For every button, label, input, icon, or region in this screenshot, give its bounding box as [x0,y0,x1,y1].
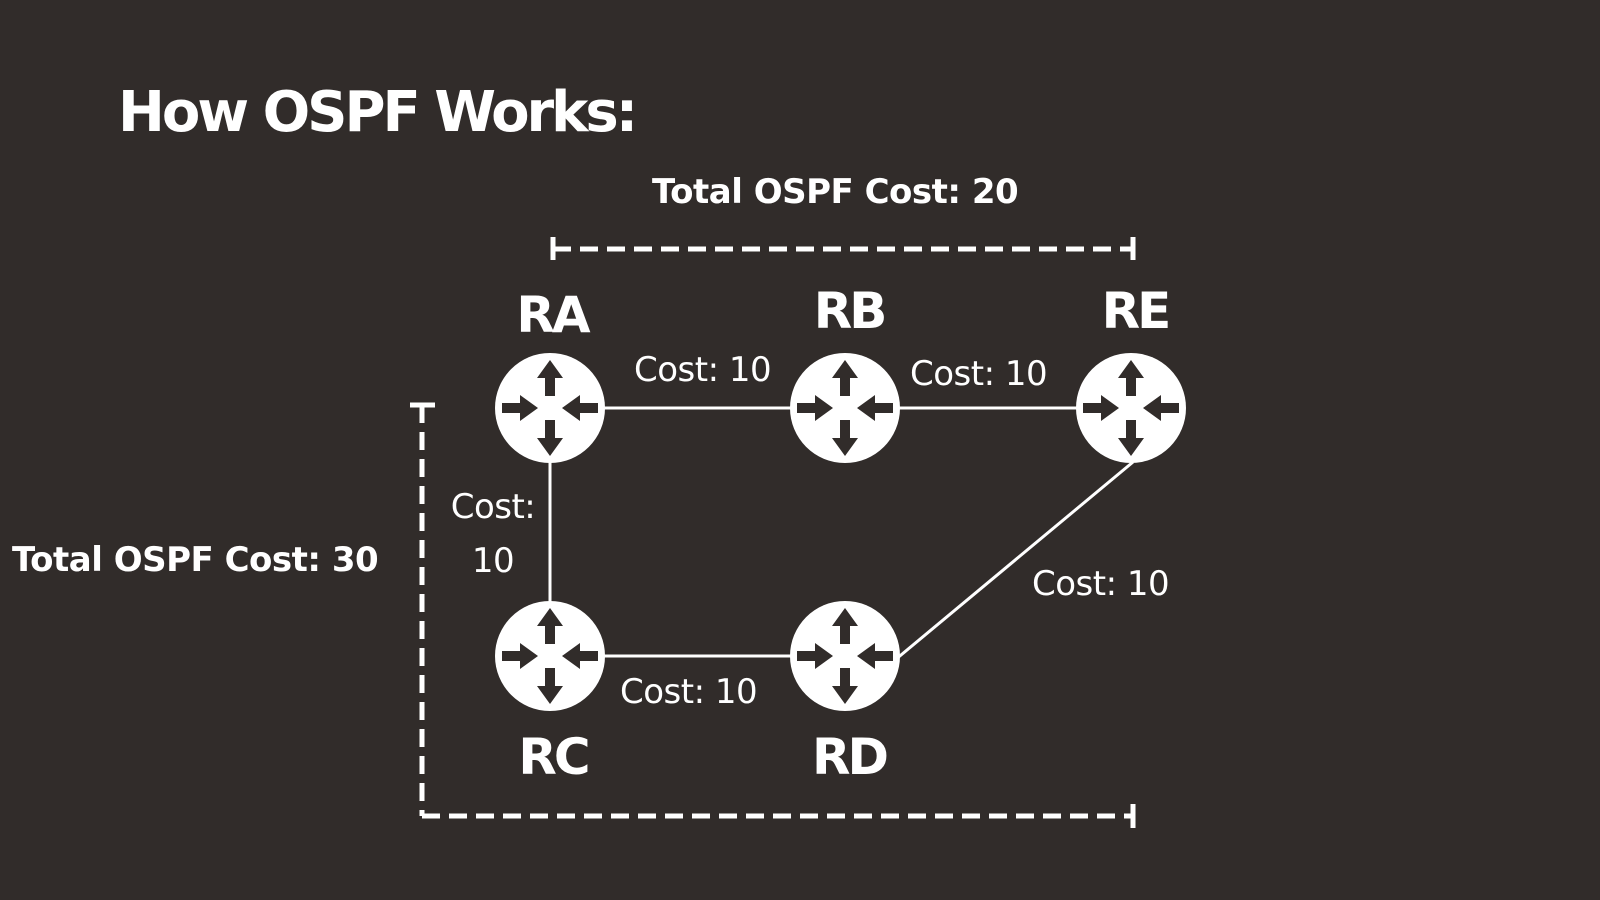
top-path-total-cost: Total OSPF Cost: 20 [652,172,1019,212]
link-cost-rb-re: Cost: 10 [910,354,1048,394]
router-icon [790,601,900,711]
router-label-ra: RA [516,286,590,344]
link-cost-ra-rb: Cost: 10 [634,350,772,390]
router-icon [495,353,605,463]
router-label-re: RE [1101,282,1172,340]
router-icon [495,601,605,711]
link-cost-rc-rd: Cost: 10 [620,672,758,712]
router-label-rb: RB [813,282,888,340]
router-label-rd: RD [811,728,889,786]
router-label-rc: RC [518,728,590,786]
top-path-bracket [550,237,1136,260]
link-cost-ra-rc: Cost: 10 [450,487,536,581]
page-title: How OSPF Works: [118,80,638,145]
router-icon [1076,353,1186,463]
bottom-path-bracket [410,402,1136,828]
bottom-path-total-cost: Total OSPF Cost: 30 [12,540,379,580]
link-rd-re [894,460,1134,662]
router-icon [790,353,900,463]
link-cost-rd-re: Cost: 10 [1032,564,1170,604]
